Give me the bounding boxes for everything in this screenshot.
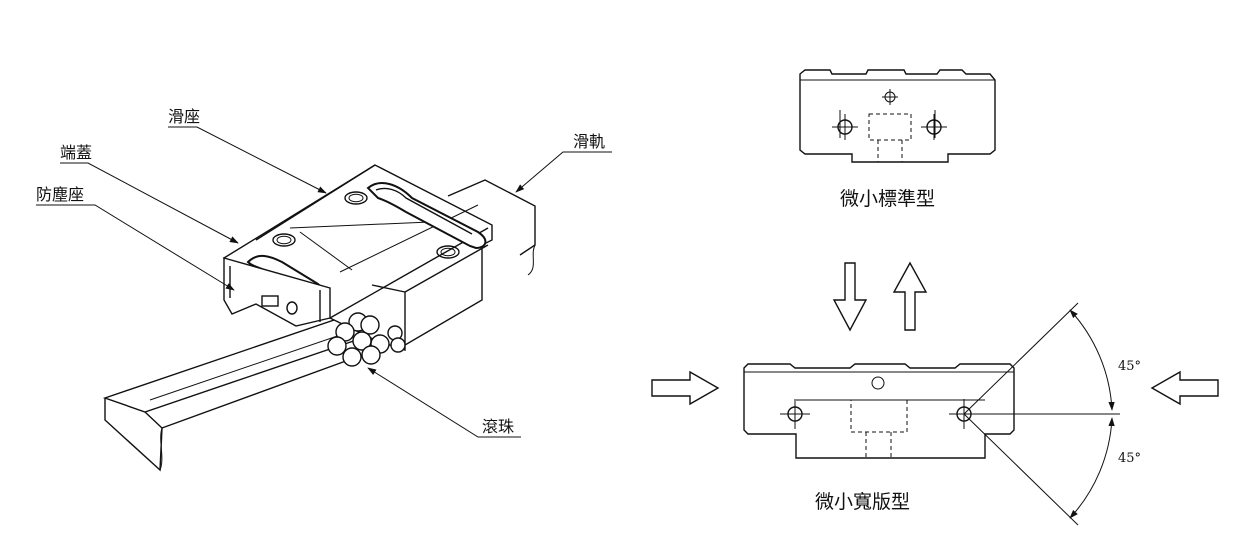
left-arrow-icon — [1150, 370, 1219, 406]
balls-label: 滾珠 — [482, 417, 514, 436]
upper-angle-label: 45° — [1118, 359, 1141, 374]
wide-type-caption: 微小寬版型 — [815, 491, 910, 513]
rail-leader — [515, 151, 612, 193]
lower-angle-label: 45° — [1118, 451, 1141, 466]
right-arrow-icon — [651, 370, 720, 406]
rolling-balls — [327, 312, 406, 367]
contact-angle-dimension: 45° 45° — [963, 302, 1141, 526]
slider-label: 滑座 — [168, 107, 200, 126]
dust-seal-label: 防塵座 — [36, 185, 84, 204]
slider-block — [222, 164, 493, 351]
balls-leader — [367, 367, 521, 438]
wide-type-profile: 微小寬版型 — [743, 363, 1015, 513]
standard-type-profile: 微小標準型 — [799, 69, 996, 210]
isometric-guide-drawing: 滑座 端蓋 防塵座 滑軌 滾珠 — [36, 107, 612, 472]
end-cap-label: 端蓋 — [60, 143, 92, 162]
end-cap-leader — [60, 162, 239, 244]
down-arrow-icon — [832, 262, 868, 332]
vertical-load-arrows — [832, 261, 928, 332]
standard-type-caption: 微小標準型 — [840, 188, 935, 210]
slider-leader — [168, 126, 327, 194]
end-cap — [223, 257, 331, 327]
rail-label: 滑軌 — [573, 132, 605, 151]
up-arrow-icon — [892, 261, 928, 331]
dust-seal-leader — [36, 204, 235, 291]
